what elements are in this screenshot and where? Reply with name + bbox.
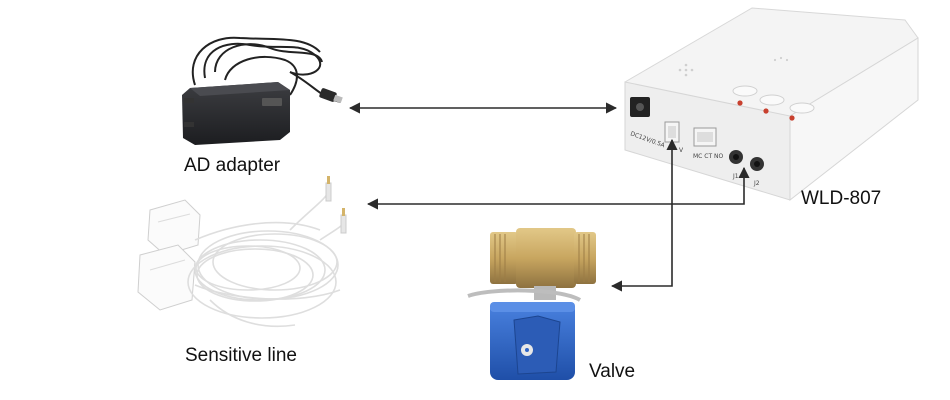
v-port-marking: V xyxy=(679,147,684,154)
connection-arrows xyxy=(348,102,750,292)
sensor-label: Sensitive line xyxy=(185,345,297,366)
sensitive-line-image xyxy=(137,176,347,328)
controller-label: WLD-807 xyxy=(801,188,882,209)
mc-port-marking: MC CT NO xyxy=(693,153,724,160)
j2-marking: J2 xyxy=(753,180,760,187)
ad-adapter-image xyxy=(182,36,343,145)
wld-807-controller-image: DC12V/0.5A V MC CT NO J1 J2 xyxy=(624,7,919,202)
valve-image xyxy=(467,228,596,380)
adapter-label: AD adapter xyxy=(184,155,281,176)
valve-controller-arrow xyxy=(610,138,678,292)
valve-label: Valve xyxy=(589,361,636,382)
sensor-controller-arrow xyxy=(366,166,750,210)
j1-marking: J1 xyxy=(732,173,739,180)
